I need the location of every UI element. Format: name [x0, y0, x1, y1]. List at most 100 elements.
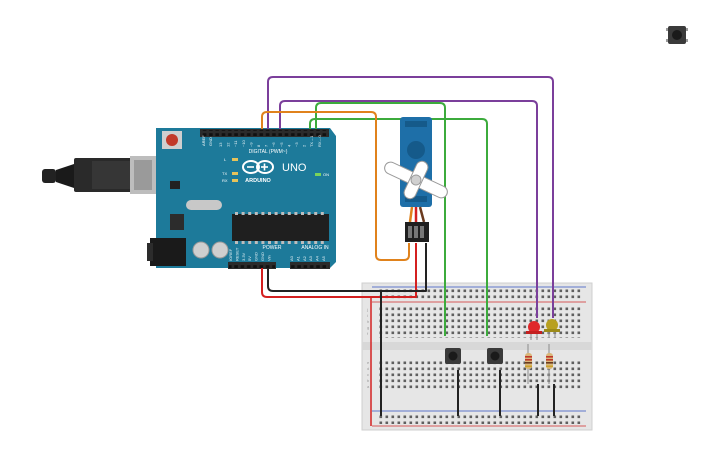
- wire-black-gnd[interactable]: [267, 243, 427, 292]
- l-led: [232, 158, 238, 161]
- chip-pin: [307, 241, 311, 244]
- power-pin-label: GND: [254, 252, 259, 261]
- servo-horn[interactable]: [377, 148, 456, 213]
- row-letter: e: [367, 360, 370, 365]
- servo-lead-ground: [418, 206, 426, 223]
- row-letter: b: [367, 378, 370, 383]
- power-pin-label: GND: [260, 252, 265, 261]
- floating-pushbutton[interactable]: [666, 26, 688, 44]
- digital-pin-label: ~9: [248, 142, 253, 147]
- digital-pin-label: ~6: [271, 142, 276, 147]
- digital-pin-label: 2: [302, 144, 307, 147]
- row-letter: f: [367, 331, 369, 336]
- chip-pin: [268, 241, 271, 244]
- chip-pin: [287, 212, 291, 215]
- power-pin-label: IOREF: [228, 248, 233, 261]
- power-label: POWER: [263, 245, 282, 251]
- reset-button-cap: [166, 134, 178, 146]
- digital-pin-label: ~10: [241, 139, 246, 147]
- chip-pin: [281, 212, 285, 215]
- chip-pin: [241, 241, 245, 244]
- resistor-2[interactable]: [546, 344, 553, 384]
- wire-purple-yellow-led[interactable]: [267, 76, 554, 318]
- aref-label: AREF: [201, 135, 206, 146]
- usb-strain-relief: [56, 164, 74, 188]
- led-red[interactable]: [526, 321, 542, 340]
- power-pin-label: Vin: [266, 255, 271, 261]
- capacitor-1: [192, 241, 210, 259]
- chip-pin: [248, 212, 252, 215]
- chip-pin: [235, 212, 238, 215]
- pushbutton-1[interactable]: [445, 348, 461, 364]
- servo-lead-signal: [408, 206, 414, 223]
- digital-pin-label: ~3: [294, 142, 299, 147]
- servo-motor[interactable]: [377, 117, 456, 242]
- chip-pin: [254, 241, 258, 244]
- chip-pin: [294, 241, 298, 244]
- chip-pin: [268, 212, 271, 215]
- usb-cable-end: [42, 169, 56, 183]
- digital-pin-label: RX←0: [317, 134, 322, 147]
- usb-cable[interactable]: [42, 156, 156, 194]
- chip-pin: [294, 212, 298, 215]
- pushbutton-icon: [672, 30, 682, 40]
- wires: [261, 76, 555, 426]
- crystal: [186, 200, 222, 210]
- digital-pin-label: 8: [256, 144, 261, 147]
- arduino-logo-icon: [242, 160, 274, 174]
- digital-pin-label: 13: [218, 142, 223, 147]
- wire-orange-servo-signal[interactable]: [261, 111, 410, 261]
- chip-pin: [314, 212, 318, 215]
- led-yellow[interactable]: [544, 319, 560, 338]
- digital-pin-label: 7: [264, 144, 269, 147]
- dc-jack-icon: [150, 238, 186, 266]
- row-letter: a: [367, 384, 370, 389]
- wire-purple-red-led[interactable]: [279, 100, 538, 318]
- chip-pin: [320, 212, 324, 215]
- chip-pin: [274, 212, 278, 215]
- analog-pin-label: A2: [302, 255, 307, 261]
- chip-pin: [314, 241, 318, 244]
- chip-pin: [274, 241, 278, 244]
- chip-pin: [248, 241, 252, 244]
- chip-pin: [261, 241, 265, 244]
- analog-pin-label: A1: [295, 255, 300, 261]
- pushbutton-icon: [490, 351, 500, 361]
- wire-green-button-2[interactable]: [309, 118, 488, 336]
- analog-pin-label: A3: [308, 255, 313, 261]
- breadboard-body: [361, 282, 593, 431]
- atmega-chip: [232, 214, 329, 241]
- digital-pin-label: ~5: [279, 142, 284, 147]
- digital-pin-label: 12: [226, 142, 231, 147]
- l-label: L: [224, 157, 227, 162]
- brand-label: ARDUINO: [245, 178, 271, 184]
- on-label: ON: [323, 172, 329, 177]
- digital-pin-label: ~11: [233, 140, 238, 147]
- pushbutton-2[interactable]: [487, 348, 503, 364]
- model-label: UNO: [282, 162, 307, 174]
- led-yellow-body: [546, 319, 558, 331]
- tx-label: TX: [222, 171, 227, 176]
- tx-led: [232, 172, 238, 175]
- row-letter: d: [367, 366, 369, 371]
- resistor-1[interactable]: [525, 344, 532, 384]
- rx-led: [232, 179, 238, 182]
- wire-green-button-1[interactable]: [315, 102, 446, 336]
- analog-pin-label: A0: [289, 255, 294, 261]
- bottom-power-rails: [378, 413, 582, 424]
- chip-pin: [241, 212, 245, 215]
- chip-pin: [281, 241, 285, 244]
- analog-pin-label: A4: [315, 255, 320, 261]
- pushbutton-icon: [448, 351, 458, 361]
- digital-pin-label: 4: [286, 144, 291, 147]
- center-divider: [362, 342, 592, 350]
- top-power-rails: [378, 289, 582, 300]
- power-pin-label: RESET: [234, 247, 239, 261]
- wire-red-5v[interactable]: [261, 243, 417, 298]
- chip-pin: [301, 241, 304, 244]
